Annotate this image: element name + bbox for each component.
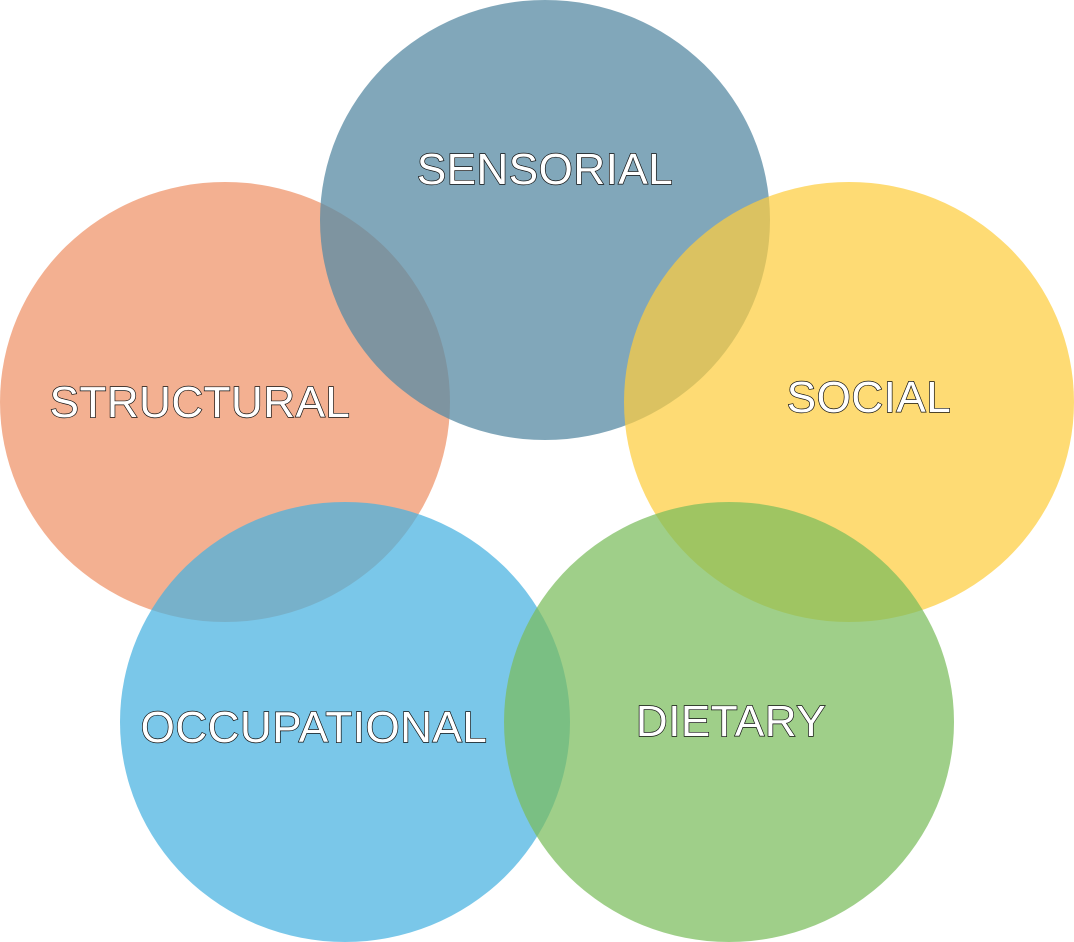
label-structural: STRUCTURAL [50, 378, 351, 427]
label-dietary: DIETARY [636, 697, 826, 746]
label-occupational: OCCUPATIONAL [141, 703, 488, 752]
circle-dietary [504, 502, 954, 942]
label-social: SOCIAL [787, 373, 951, 422]
label-sensorial: SENSORIAL [417, 145, 673, 194]
circle-occupational [120, 502, 570, 942]
